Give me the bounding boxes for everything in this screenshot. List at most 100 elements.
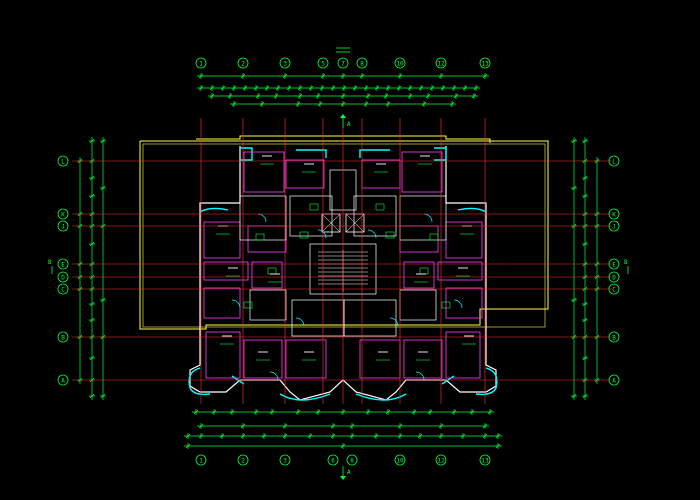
door-swing (317, 229, 327, 239)
top-dimension-chain-2-slash (451, 85, 457, 91)
top-dimension-chain-1-slash (397, 73, 403, 79)
top-dimension-chain-2-slash (341, 85, 347, 91)
top-dimension-chain-4-slash (340, 101, 346, 107)
top-axis-bubble-label: 10 (396, 60, 404, 67)
room (445, 287, 483, 319)
left-dimension-chain-2-slash (89, 393, 95, 399)
bottom-dimension-chain-4-slash (185, 443, 191, 449)
top-dimension-chain-3-slash (255, 93, 261, 99)
bottom-dimension-chain-1-slash (330, 423, 336, 429)
left-axis-bubble-label: D (61, 274, 65, 281)
top-dimension-chain-2-slash (308, 85, 314, 91)
bottom-axis-bubble-label: 1 (199, 457, 203, 464)
left-axis-bubble-circle (57, 155, 69, 167)
bottom-dimension-chain-4-slash (495, 443, 501, 449)
right-axis-bubble-circle (608, 208, 620, 220)
top-axis-bubble-circle (337, 57, 349, 69)
bottom-dimension-chain-2-slash (349, 433, 355, 439)
left-axis-bubble-label: A (61, 377, 65, 384)
top-dimension-chain-4-slash (421, 101, 427, 107)
top-dimension-chain-4-slash (449, 101, 455, 107)
top-axis-bubble-circle (394, 57, 406, 69)
bottom-dimension-chain-3-slash (385, 409, 391, 415)
bottom-dimension-chain-3-slash (253, 409, 259, 415)
top-dimension-chain-2-slash (319, 85, 325, 91)
partition (343, 299, 397, 337)
left-axis-bubble-label: J (61, 223, 65, 230)
top-dimension-chain-1-slash (482, 73, 488, 79)
section-mark-bottom-arrow (340, 476, 346, 480)
top-dimension-chain-4-slash (259, 101, 265, 107)
door-swing (269, 371, 279, 381)
door-swing (389, 317, 399, 327)
bottom-axis-bubble-label: 10 (396, 457, 404, 464)
bottom-axis-bubble-circle (327, 454, 339, 466)
top-dimension-chain-3-slash (471, 93, 477, 99)
bottom-dimension-chain-2-slash (417, 433, 423, 439)
bottom-dimension-chain-1-slash (282, 423, 288, 429)
left-axis-bubble-circle (57, 283, 69, 295)
bottom-dimension-chain-2-slash (373, 433, 379, 439)
section-mark-top-label: A (347, 121, 351, 128)
bottom-dimension-chain-3-slash (193, 409, 199, 415)
top-dimension-chain-3-slash (383, 93, 389, 99)
left-axis-bubble-label: K (61, 211, 65, 218)
top-dimension-chain-2-slash (396, 85, 402, 91)
top-axis-bubble-label: 8 (360, 60, 364, 67)
top-dimension-chain-2-slash (374, 85, 380, 91)
top-dimension-chain-4-slash (385, 101, 391, 107)
left-dimension-chain-3-slash (100, 297, 106, 303)
right-axis-bubble-label: A (612, 377, 616, 384)
bottom-axis-bubble-circle (394, 454, 406, 466)
top-dimension-chain-2-slash (363, 85, 369, 91)
top-axis-bubble-label: 3 (283, 60, 287, 67)
room (437, 261, 483, 281)
top-dimension-chain-1-slash (240, 73, 246, 79)
right-axis-bubble-label: J (612, 223, 616, 230)
left-axis-bubble-circle (57, 208, 69, 220)
right-dimension-chain-3-slash (571, 393, 577, 399)
top-axis-bubble-circle (479, 57, 491, 69)
bottom-dimension-chain-2-slash (460, 433, 466, 439)
bottom-axis-bubble-label: 6 (331, 457, 335, 464)
fixture (309, 203, 319, 211)
right-dimension-chain-2-slash (582, 175, 588, 181)
room (243, 151, 285, 193)
top-dimension-chain-3-slash (453, 93, 459, 99)
right-dimension-chain-2-slash (582, 241, 588, 247)
top-axis-bubble-label: 12 (437, 60, 445, 67)
top-dimension-chain-4-slash (363, 101, 369, 107)
left-dimension-chain-2-slash (89, 301, 95, 307)
bottom-axis-bubble-circle (237, 454, 249, 466)
window-top-center-left (296, 149, 327, 158)
top-dimension-chain-2-slash (231, 85, 237, 91)
roof-edge (196, 135, 491, 143)
top-dimension-chain-2-slash (429, 85, 435, 91)
fixture (385, 231, 395, 239)
top-dimension-chain-1-slash (198, 73, 204, 79)
top-dimension-chain-2-slash (198, 85, 204, 91)
bottom-axis-bubble-label: 8 (350, 457, 354, 464)
top-axis-bubble-circle (279, 57, 291, 69)
door-swing (231, 299, 241, 309)
room (403, 261, 435, 289)
left-axis-bubble-circle (57, 271, 69, 283)
partition (289, 195, 333, 237)
side-mark-right: B (624, 259, 628, 266)
bottom-dimension-chain-1-slash (438, 423, 444, 429)
bottom-dimension-chain-1-slash (349, 423, 355, 429)
top-axis-bubble-label: 13 (481, 60, 489, 67)
room (203, 287, 241, 319)
bottom-dimension-chain-1-slash (198, 423, 204, 429)
top-dimension-chain-2-slash (242, 85, 248, 91)
top-dimension-chain-2-slash (330, 85, 336, 91)
top-dimension-chain-3-slash (209, 93, 215, 99)
fixture (299, 231, 309, 239)
top-dimension-chain-4-slash (295, 101, 301, 107)
bottom-dimension-chain-2-slash (198, 433, 204, 439)
left-dimension-chain-3-slash (100, 138, 106, 144)
left-axis-bubble-label: C (61, 286, 65, 293)
left-dimension-chain-2-slash (89, 317, 95, 323)
dimension-lines (77, 73, 600, 449)
bottom-axis-bubble-circle (279, 454, 291, 466)
